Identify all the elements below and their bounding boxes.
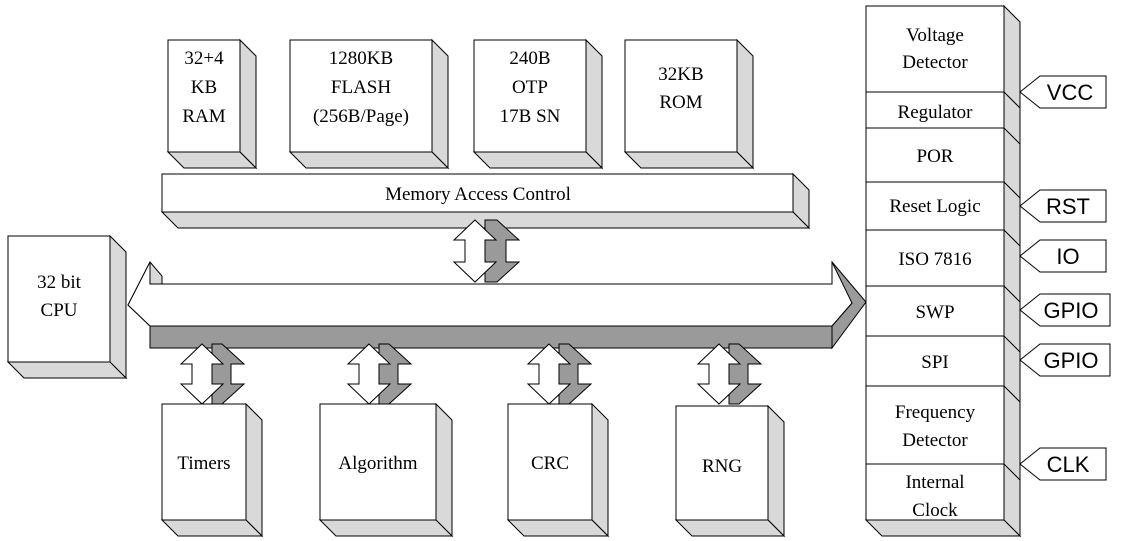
pin-vcc: VCC [1019,75,1107,109]
otp-label-1: 240B [509,48,550,69]
algorithm-arrow [346,343,413,405]
otp-label-3: 17B SN [500,106,561,127]
por-label: POR [917,146,954,167]
pin-gpio-spi-label: GPIO [1043,348,1098,373]
crc-block: CRC [506,402,610,538]
rng-label: RNG [702,456,742,477]
pin-vcc-label: VCC [1047,80,1094,105]
cpu-label-1: 32 bit [37,272,82,293]
rom-label-2: ROM [659,92,702,113]
ram-label-3: RAM [182,106,225,127]
memory-access-control-label: Memory Access Control [385,184,571,205]
pin-io: IO [1019,239,1107,273]
pin-gpio-spi: GPIO [1019,343,1111,377]
interface-column: Voltage Detector Regulator POR Reset Log… [864,4,1022,538]
iso7816-label: ISO 7816 [898,249,971,270]
pin-gpio-swp-label: GPIO [1043,298,1098,323]
otp-block: 240B OTP 17B SN [472,38,604,170]
pin-gpio-swp: GPIO [1019,293,1111,327]
flash-block: 1280KB FLASH (256B/Page) [288,38,450,170]
rom-block: 32KB ROM [623,38,755,170]
pin-clk: CLK [1019,447,1107,481]
pin-rst-label: RST [1046,194,1090,219]
algorithm-block: Algorithm [318,402,454,538]
ram-label-2: KB [191,77,217,98]
rom-label-1: 32KB [658,64,703,85]
swp-label: SWP [915,302,954,323]
pin-clk-label: CLK [1047,452,1090,477]
algorithm-label: Algorithm [338,453,417,474]
regulator-label: Regulator [898,102,974,123]
flash-label-2: FLASH [331,77,391,98]
frequency-detector-label-1: Frequency [895,402,976,423]
otp-label-2: OTP [512,77,548,98]
timers-block: Timers [160,402,264,538]
internal-clock-label-2: Clock [912,500,958,521]
ram-label-1: 32+4 [184,48,224,69]
voltage-detector-label-1: Voltage [906,25,964,46]
cpu-label-2: CPU [41,300,78,321]
timers-arrow [179,343,246,405]
ram-block: 32+4 KB RAM [166,38,258,170]
flash-label-3: (256B/Page) [313,106,409,127]
crc-arrow [526,343,593,405]
voltage-detector-label-2: Detector [902,52,968,73]
system-bus [127,260,867,350]
frequency-detector-label-2: Detector [902,430,968,451]
pin-io-label: IO [1056,244,1079,269]
flash-label-1: 1280KB [329,48,393,69]
crc-label: CRC [531,453,569,474]
internal-clock-label-1: Internal [905,472,964,493]
rng-arrow [696,343,763,405]
cpu-block: 32 bit CPU [6,234,128,380]
mac-bus-arrow [452,219,521,283]
pin-rst: RST [1019,189,1107,223]
rng-block: RNG [674,404,786,538]
reset-logic-label: Reset Logic [889,196,980,217]
timers-label: Timers [177,453,230,474]
spi-label: SPI [921,352,948,373]
